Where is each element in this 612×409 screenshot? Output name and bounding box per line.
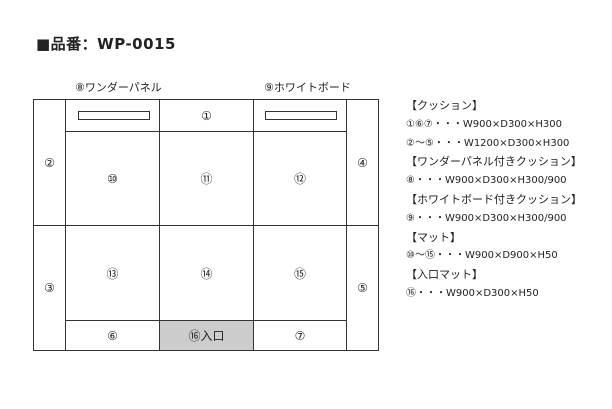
cushion-9-white-board bbox=[253, 99, 347, 132]
product-number-title: ■品番：WP-0015 bbox=[36, 35, 176, 53]
mat-15: ⑮ bbox=[253, 225, 347, 321]
white-board-label: ⑨ホワイトボード bbox=[264, 81, 351, 94]
mat-13: ⑬ bbox=[65, 225, 160, 321]
wonder-panel-board bbox=[78, 111, 150, 120]
legend-heading-entrance-mat: 【入口マット】 bbox=[406, 268, 483, 282]
legend-line: ⑩～⑮・・・W900×D900×H50 bbox=[406, 250, 558, 262]
cushion-1: ① bbox=[159, 99, 254, 132]
mat-10: ⑩ bbox=[65, 131, 160, 226]
legend-line: ②～⑤・・・W1200×D300×H300 bbox=[406, 137, 570, 149]
legend-line: ⑨・・・W900×D300×H300/900 bbox=[406, 212, 567, 224]
spec-legend: 【クッション】 ①⑥⑦・・・W900×D300×H300 ②～⑤・・・W1200… bbox=[406, 97, 582, 304]
mat-14: ⑭ bbox=[159, 225, 254, 321]
legend-line: ⑧・・・W900×D300×H300/900 bbox=[406, 175, 567, 187]
wonder-panel-label: ⑧ワンダーパネル bbox=[75, 81, 162, 94]
cushion-5: ⑤ bbox=[346, 225, 379, 351]
entrance-mat-16: ⑯入口 bbox=[159, 320, 254, 351]
cushion-3: ③ bbox=[33, 225, 66, 351]
floor-plan: ② ③ ④ ⑤ ① ⑩ ⑪ ⑫ ⑬ ⑭ ⑮ ⑥ ⑯入口 ⑦ bbox=[33, 99, 379, 351]
cushion-4: ④ bbox=[346, 99, 379, 226]
legend-heading-white-board: 【ホワイトボード付きクッション】 bbox=[406, 192, 582, 206]
legend-heading-mat: 【マット】 bbox=[406, 230, 461, 244]
cushion-2: ② bbox=[33, 99, 66, 226]
white-board-panel bbox=[265, 111, 337, 120]
cushion-7: ⑦ bbox=[253, 320, 347, 351]
legend-heading-cushion: 【クッション】 bbox=[406, 99, 483, 112]
cushion-6: ⑥ bbox=[65, 320, 160, 351]
mat-12: ⑫ bbox=[253, 131, 347, 226]
legend-heading-wonder-panel: 【ワンダーパネル付きクッション】 bbox=[406, 155, 582, 169]
mat-11: ⑪ bbox=[159, 131, 254, 226]
legend-line: ①⑥⑦・・・W900×D300×H300 bbox=[406, 118, 563, 130]
legend-line: ⑯・・・W900×D300×H50 bbox=[406, 287, 539, 299]
cushion-8-wonder-panel bbox=[65, 99, 160, 132]
